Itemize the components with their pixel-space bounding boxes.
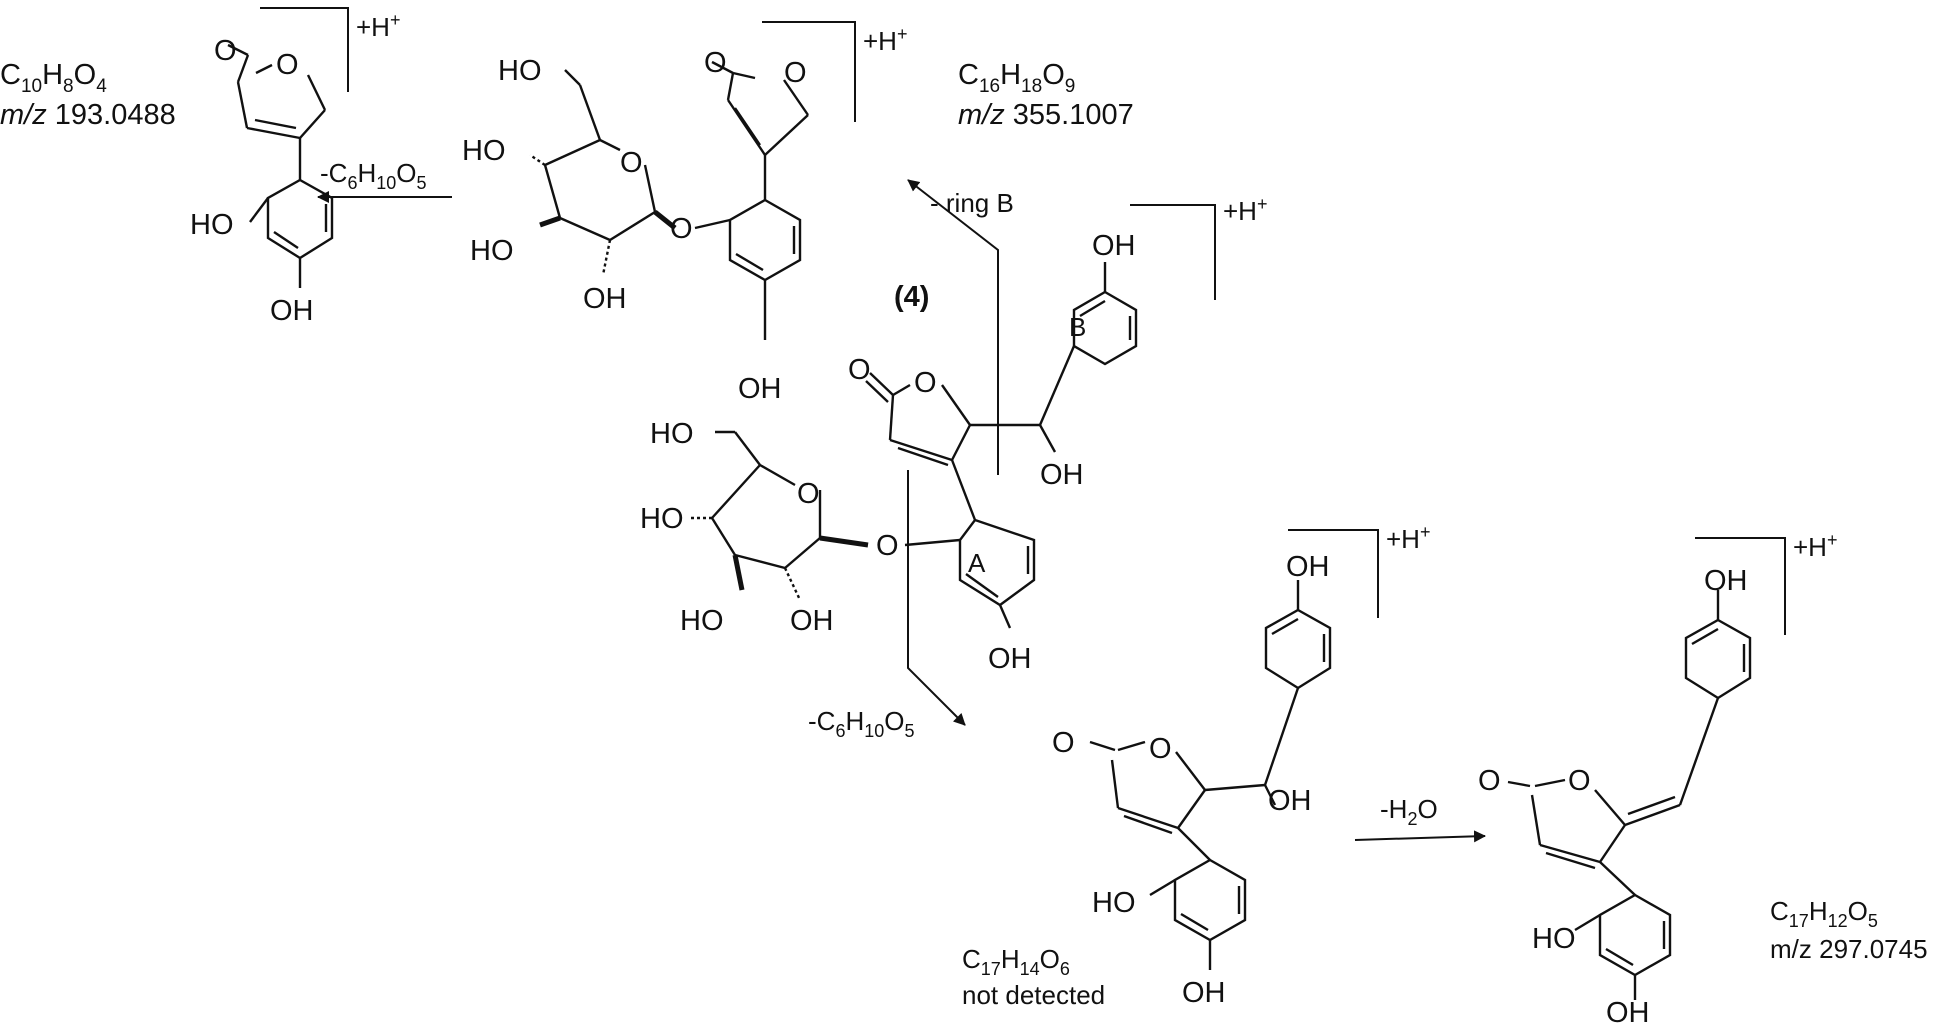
fragment-355-glucose-ring-o: O — [620, 147, 643, 179]
fragment-297-adduct: +H+ — [1793, 530, 1837, 562]
fragment-297: O O OH HO OH +H+ C17H12O5 m/z 297.0745 — [1478, 530, 1928, 1028]
fragment-193-structure — [227, 43, 334, 288]
fragment-355-c2-hydroxyl: OH — [583, 283, 627, 315]
fragment-355-c4-hydroxyl: HO — [462, 135, 506, 167]
glucose-ring-o: O — [797, 478, 820, 510]
ring-a-hydroxyl: OH — [988, 643, 1032, 675]
fragment-355-para-hydroxyl: OH — [738, 373, 782, 405]
fragment-315-carbonyl-o: O — [1052, 727, 1075, 759]
loss-hexose-top: -C6H10O5 — [320, 158, 427, 193]
fragment-193-formula: C10H8O4 — [0, 59, 107, 97]
arrow-water-loss — [1354, 830, 1486, 843]
fragment-315-ortho-hydroxyl: HO — [1092, 887, 1136, 919]
fragment-315-bracket — [1288, 529, 1379, 618]
benzylic-hydroxyl: OH — [1040, 459, 1084, 491]
parent-butenolide — [865, 372, 972, 467]
fragment-315-ring-b-hydroxyl: OH — [1286, 551, 1330, 583]
fragment-355-glycosidic-o: O — [670, 213, 693, 245]
fragment-297-ring-o: O — [1568, 765, 1591, 797]
fragment-297-bracket — [1695, 537, 1786, 635]
arrow-hexose-loss-to-315 — [907, 470, 966, 726]
fragment-355-adduct: +H+ — [863, 24, 907, 56]
fragment-315-adduct: +H+ — [1386, 522, 1430, 554]
fragment-297-para-hydroxyl: OH — [1606, 997, 1650, 1028]
fragment-355: O O O O HO HO HO OH OH +H+ C16H18O9 m/z … — [462, 21, 1134, 405]
fragment-193-carbonyl-o: O — [214, 35, 237, 67]
fragment-315: O O OH OH HO OH +H+ C17H14O6 not detecte… — [962, 522, 1430, 1010]
fragment-297-mz: m/z 297.0745 — [1770, 934, 1928, 964]
loss-water: -H2O — [1380, 794, 1438, 829]
fragment-193-ring-o: O — [276, 49, 299, 81]
parent-compound-4: O O B OH OH A OH O — [640, 230, 1138, 675]
fragment-355-formula: C16H18O9 — [958, 59, 1075, 97]
parent-ring-o: O — [914, 367, 937, 399]
parent-glucose — [690, 430, 869, 601]
ring-a-label: A — [968, 548, 986, 578]
glucose-c3-hydroxyl: HO — [680, 605, 724, 637]
fragment-193-ortho-hydroxyl: HO — [190, 209, 234, 241]
ring-a — [904, 459, 1036, 629]
fragment-297-carbonyl-o: O — [1478, 765, 1501, 797]
fragment-297-structure — [1507, 590, 1752, 1000]
fragment-355-ring-o: O — [784, 57, 807, 89]
fragment-193-para-hydroxyl: OH — [270, 295, 314, 327]
fragment-315-ring-o: O — [1149, 733, 1172, 765]
parent-carbonyl-o: O — [848, 354, 871, 386]
fragment-355-bracket — [762, 21, 856, 122]
fragment-315-para-hydroxyl: OH — [1182, 977, 1226, 1009]
fragment-193-mz: m/z 193.0488 — [0, 99, 176, 131]
parent-bracket — [1130, 204, 1216, 300]
fragment-193: O O HO OH +H+ C10H8O4 m/z 193.0488 — [0, 7, 400, 327]
fragment-193-adduct: +H+ — [356, 10, 400, 42]
ring-b — [970, 262, 1138, 453]
fragment-315-status: not detected — [962, 980, 1105, 1010]
loss-ring-b: - ring B — [930, 188, 1014, 218]
fragment-355-structure — [529, 60, 809, 340]
fragment-297-formula: C17H12O5 — [1770, 896, 1878, 931]
glucose-c6-hydroxyl: HO — [650, 418, 694, 450]
fragment-355-mz: m/z 355.1007 — [958, 99, 1134, 131]
glucose-c4-hydroxyl: HO — [640, 503, 684, 535]
glucose-c2-hydroxyl: OH — [790, 605, 834, 637]
fragment-315-benzylic-hydroxyl: OH — [1268, 785, 1312, 817]
ring-b-hydroxyl: OH — [1092, 230, 1136, 262]
fragment-355-c3-hydroxyl: HO — [470, 235, 514, 267]
fragment-193-bracket — [260, 7, 349, 92]
fragment-315-formula: C17H14O6 — [962, 944, 1070, 979]
glycosidic-o: O — [876, 530, 899, 562]
compound-number: (4) — [894, 281, 929, 313]
fragment-355-carbonyl-o: O — [704, 47, 727, 79]
arrow-ring-b-loss — [907, 179, 999, 475]
fragment-315-structure — [1089, 580, 1332, 970]
fragment-297-ring-b-hydroxyl: OH — [1704, 565, 1748, 597]
fragment-297-ortho-hydroxyl: HO — [1532, 923, 1576, 955]
ring-b-label: B — [1069, 312, 1086, 342]
parent-adduct: +H+ — [1223, 194, 1267, 226]
loss-hexose-bottom: -C6H10O5 — [808, 706, 915, 741]
fragment-355-c6-hydroxyl: HO — [498, 55, 542, 87]
